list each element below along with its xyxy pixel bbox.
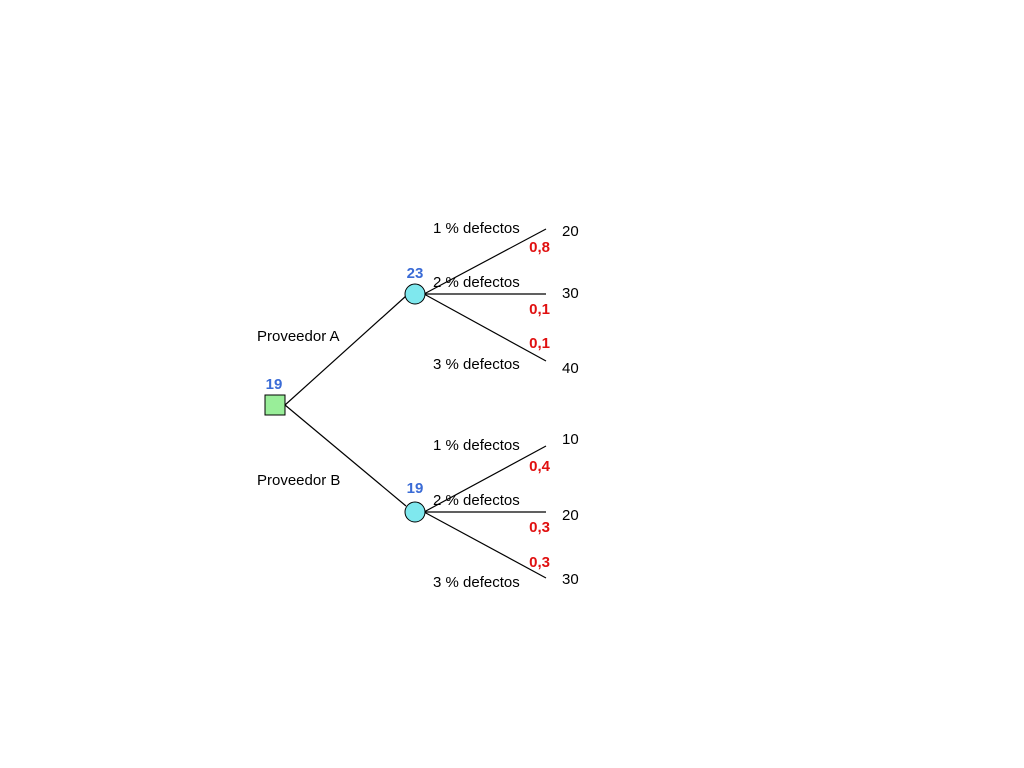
- branch-line-proveedor-a: [284, 295, 407, 406]
- payoff-b-3: 30: [562, 571, 579, 588]
- decision-node-value: 19: [266, 376, 283, 393]
- outcome-label-b-1: 1 % defectos: [433, 437, 520, 454]
- branch-line-proveedor-b: [284, 404, 407, 507]
- chance-node-proveedor-b: [404, 501, 426, 523]
- probability-b-2: 0,3: [529, 519, 550, 536]
- outcome-line-a-3: [423, 293, 547, 362]
- probability-b-3: 0,3: [529, 554, 550, 571]
- chance-node-a-value: 23: [407, 265, 424, 282]
- probability-a-3: 0,1: [529, 335, 550, 352]
- outcome-line-b-3: [423, 511, 547, 579]
- payoff-a-2: 30: [562, 285, 579, 302]
- outcome-line-a-1: [423, 228, 547, 295]
- payoff-b-1: 10: [562, 431, 579, 448]
- probability-a-1: 0,8: [529, 239, 550, 256]
- outcome-label-b-2: 2 % defectos: [433, 492, 520, 509]
- branch-label-proveedor-b: Proveedor B: [257, 472, 340, 489]
- outcome-label-a-3: 3 % defectos: [433, 356, 520, 373]
- outcome-label-a-1: 1 % defectos: [433, 220, 520, 237]
- chance-node-proveedor-a: [404, 283, 426, 305]
- probability-a-2: 0,1: [529, 301, 550, 318]
- payoff-b-2: 20: [562, 507, 579, 524]
- probability-b-1: 0,4: [529, 458, 551, 475]
- decision-node: [264, 394, 286, 416]
- branch-label-proveedor-a: Proveedor A: [257, 328, 340, 345]
- payoff-a-3: 40: [562, 360, 579, 377]
- payoff-a-1: 20: [562, 223, 579, 240]
- outcome-label-b-3: 3 % defectos: [433, 574, 520, 591]
- outcome-line-b-1: [423, 445, 547, 513]
- chance-node-b-value: 19: [407, 480, 424, 497]
- outcome-label-a-2: 2 % defectos: [433, 274, 520, 291]
